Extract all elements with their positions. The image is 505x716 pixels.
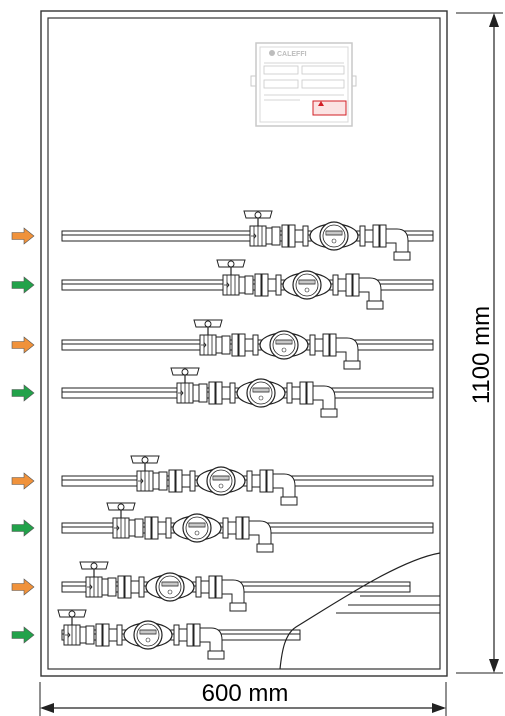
green-flow-arrow-icon bbox=[11, 626, 35, 644]
green-flow-arrow-icon bbox=[11, 519, 35, 537]
caleffi-logo: CALEFFI bbox=[269, 50, 307, 58]
manifold-row bbox=[57, 609, 301, 660]
width-dimension bbox=[39, 682, 447, 716]
manifold-row bbox=[61, 502, 434, 553]
manifold-row bbox=[61, 561, 411, 612]
green-flow-arrow-icon bbox=[11, 384, 35, 402]
flow-arrows bbox=[11, 227, 35, 644]
svg-text:CALEFFI: CALEFFI bbox=[277, 51, 307, 58]
green-flow-arrow-icon bbox=[11, 276, 35, 294]
manifold-rows bbox=[57, 210, 434, 660]
orange-flow-arrow-icon bbox=[11, 336, 35, 354]
width-dimension-label: 600 mm bbox=[201, 680, 289, 707]
orange-flow-arrow-icon bbox=[11, 227, 35, 245]
height-dimension bbox=[456, 12, 503, 674]
cutaway-curve bbox=[279, 552, 441, 670]
manifold-row bbox=[61, 259, 434, 310]
height-dimension-label: 1100 mm bbox=[468, 305, 495, 405]
control-box: CALEFFI bbox=[250, 42, 357, 127]
orange-flow-arrow-icon bbox=[11, 472, 35, 490]
manifold-row bbox=[61, 455, 434, 506]
orange-flow-arrow-icon bbox=[11, 578, 35, 596]
manifold-row bbox=[61, 367, 434, 418]
manifold-row bbox=[61, 319, 434, 370]
manifold-row bbox=[61, 210, 434, 261]
warning-label bbox=[312, 100, 347, 116]
